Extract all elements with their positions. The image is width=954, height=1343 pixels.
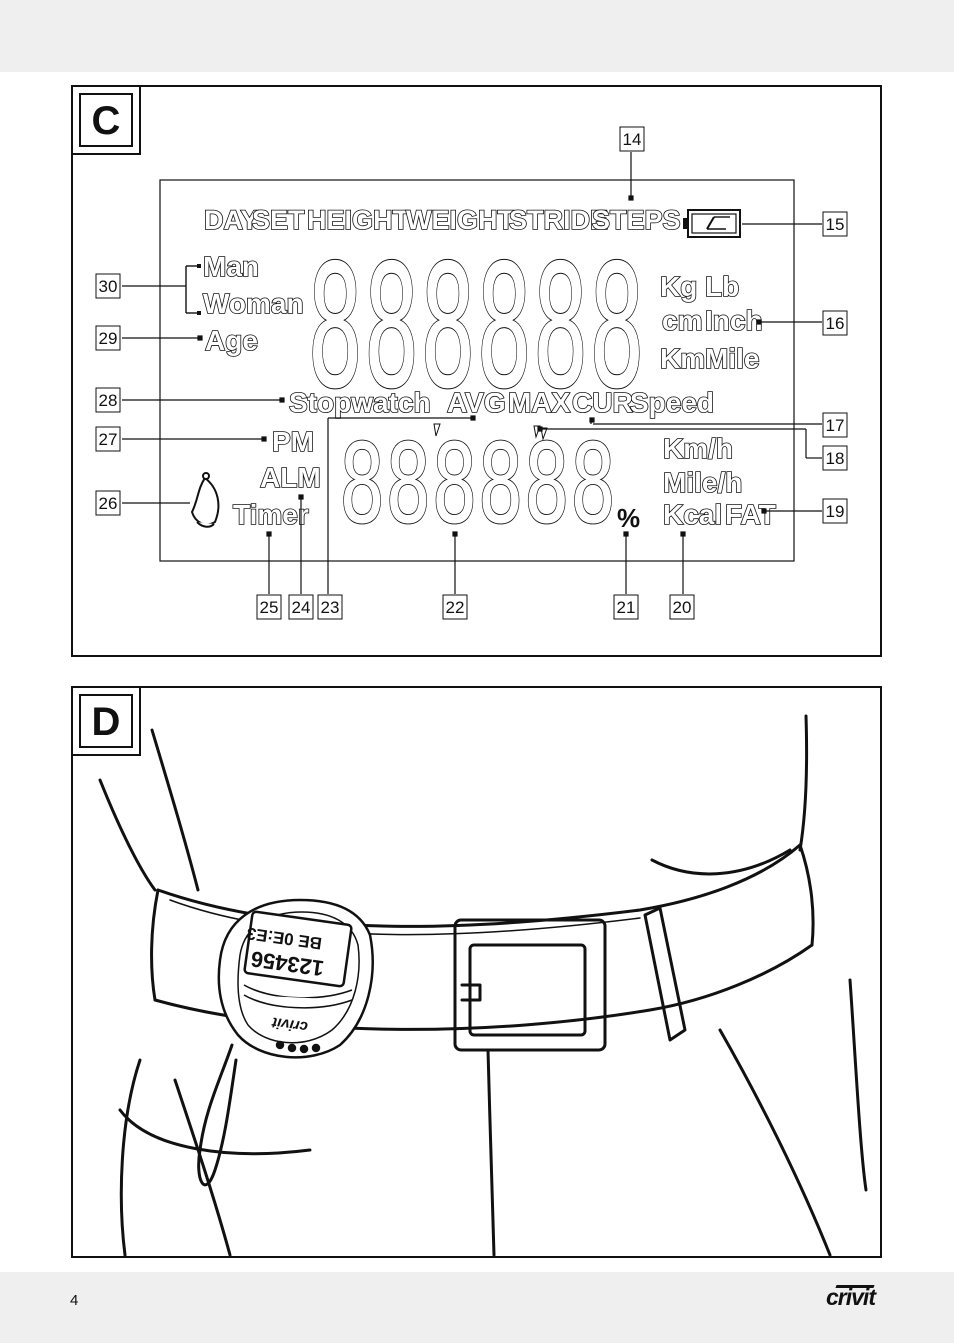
lcd-label-man: Man — [203, 251, 259, 282]
hip-right-line — [798, 714, 809, 852]
lcd-label-stride: STRIDE — [509, 205, 608, 235]
callout-16: 16 — [826, 314, 845, 333]
lcd-unit-kmh: Km/h — [663, 433, 733, 464]
lcd-label-avg: AVG — [447, 387, 506, 418]
lcd-label-alm: ALM — [260, 462, 321, 493]
lcd-small-digits: 888888 — [339, 420, 616, 548]
callout-19: 19 — [826, 502, 845, 521]
lcd-label-weight: WEIGHT — [406, 205, 514, 235]
callout-box-17 — [822, 412, 848, 438]
lcd-unit-inch: Inch — [705, 305, 763, 336]
belt-buckle — [453, 918, 607, 1052]
callout-box-20 — [669, 594, 695, 620]
lcd-big-digits: 888888 — [307, 229, 645, 427]
callout-26: 26 — [99, 494, 118, 513]
page-number: 4 — [70, 1292, 79, 1309]
lcd-unit-kg: Kg — [660, 271, 697, 302]
pedometer-device — [217, 898, 374, 1059]
lcd-outline — [159, 179, 795, 562]
callout-box-24 — [288, 594, 314, 620]
battery-icon — [683, 209, 741, 238]
callout-box-26 — [95, 490, 121, 516]
lcd-label-cur: CUR — [572, 387, 633, 418]
lcd-label-woman: Woman — [203, 288, 304, 319]
lcd-label-timer: Timer — [233, 499, 309, 530]
callout-box-18 — [822, 445, 848, 471]
footer-band — [0, 1272, 954, 1343]
lcd-label-height: HEIGHT — [307, 205, 410, 235]
callout-25: 25 — [260, 598, 279, 617]
callout-27: 27 — [99, 430, 118, 449]
lcd-unit-lb: Lb — [705, 271, 739, 302]
callout-30: 30 — [99, 277, 118, 296]
lcd-label-pm: PM — [272, 426, 314, 457]
lcd-label-steps: STEPS — [592, 205, 681, 235]
lcd-unit-kcal: Kcal — [663, 499, 722, 530]
lcd-label-day: DAY — [204, 205, 259, 235]
figure-c-letter: C — [79, 93, 133, 147]
callout-box-29 — [95, 325, 121, 351]
callout-21: 21 — [617, 598, 636, 617]
callout-box-14 — [619, 126, 645, 152]
lcd-unit-mile: Mile — [705, 343, 759, 374]
lcd-label-speed: Speed — [630, 387, 714, 418]
device-brand: crivit — [270, 1013, 309, 1035]
lcd-label-stopwatch: Stopwatch — [289, 387, 431, 418]
figure-d-letter: D — [79, 694, 133, 748]
callout-box-25 — [256, 594, 282, 620]
lcd-label-set: SET — [252, 205, 305, 235]
callout-box-16 — [822, 310, 848, 336]
callout-14: 14 — [623, 130, 642, 149]
brand-logo: crivit — [826, 1284, 876, 1310]
callout-box-21 — [613, 594, 639, 620]
callout-box-15 — [822, 211, 848, 237]
callout-box-23 — [317, 594, 343, 620]
lcd-unit-km: Km — [660, 343, 705, 374]
callout-22: 22 — [446, 598, 465, 617]
callout-28: 28 — [99, 391, 118, 410]
callout-box-30 — [95, 273, 121, 299]
callout-24: 24 — [292, 598, 311, 617]
lcd-unit-cm: cm — [662, 305, 702, 336]
lcd-unit-mileh: Mile/h — [663, 467, 742, 498]
callout-box-19 — [822, 498, 848, 524]
avg-arrow-icon — [433, 423, 441, 437]
callout-leaders — [122, 152, 822, 594]
lcd-label-age: Age — [205, 325, 258, 356]
lcd-label-max: MAX — [508, 387, 571, 418]
callout-15: 15 — [826, 215, 845, 234]
alarm-bell-icon — [190, 472, 220, 528]
callout-18: 18 — [826, 449, 845, 468]
hip-left-line — [150, 728, 200, 892]
callout-17: 17 — [826, 416, 845, 435]
callout-box-27 — [95, 426, 121, 452]
callout-29: 29 — [99, 329, 118, 348]
callout-box-22 — [442, 594, 468, 620]
lcd-percent: % — [617, 503, 640, 533]
figure-c: C DAY SET HEIGHT WEIGHT STRIDE STEPS Man… — [71, 85, 882, 657]
figure-d: BE 0E:E3 123456 crivit D — [71, 686, 882, 1258]
callout-boxes — [95, 126, 848, 620]
figure-d-tab: D — [71, 686, 141, 756]
callout-23: 23 — [321, 598, 340, 617]
lcd-unit-fat: FAT — [725, 499, 776, 530]
gender-bracket — [185, 264, 201, 315]
callout-box-28 — [95, 387, 121, 413]
callout-20: 20 — [673, 598, 692, 617]
belt-loop — [643, 906, 687, 1042]
figure-c-tab: C — [71, 85, 141, 155]
belt-illustration: BE 0E:E3 123456 crivit — [98, 714, 868, 1256]
lcd-diagram: DAY SET HEIGHT WEIGHT STRIDE STEPS Man W… — [95, 126, 848, 620]
header-band — [0, 0, 954, 72]
